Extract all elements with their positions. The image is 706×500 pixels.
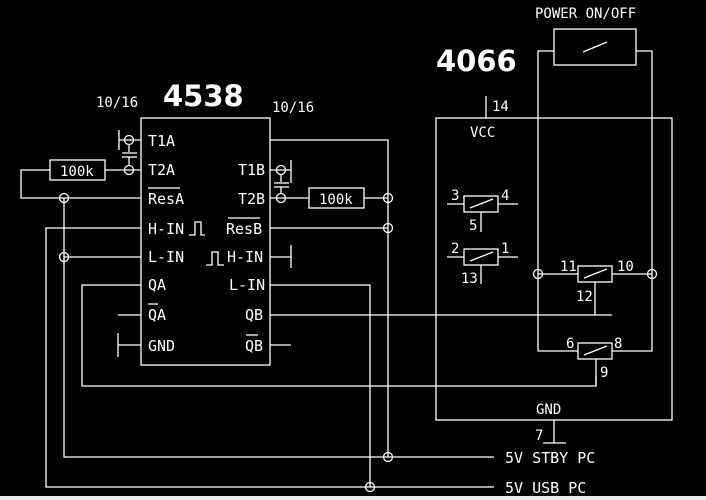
junction — [532, 268, 544, 280]
pin-resa: ResA — [148, 190, 184, 208]
switch-c-in: 11 — [560, 259, 577, 275]
pin-l-in-a: L-IN — [148, 248, 184, 266]
switch-blade-icon — [582, 41, 608, 53]
pin-qa: QA — [148, 276, 166, 294]
pin-h-in-b: H-IN — [227, 248, 263, 266]
pin-t1b: T1B — [238, 161, 265, 179]
pin-qa-bar: QA — [148, 306, 166, 324]
switch-d-out: 8 — [614, 336, 622, 352]
power-switch-label: POWER ON/OFF — [535, 6, 636, 22]
switch-d-in: 6 — [566, 336, 574, 352]
switch-a-in: 3 — [451, 188, 459, 204]
wire-resa — [63, 198, 388, 458]
junction — [382, 222, 394, 234]
gnd-pin-number: 7 — [535, 428, 543, 444]
pin-qb-bar: QB — [245, 337, 263, 355]
pin-h-in-a: H-IN — [148, 220, 184, 238]
pulse-icon — [189, 221, 205, 236]
pin-t2a: T2A — [148, 161, 175, 179]
junction — [382, 192, 394, 204]
ic-4538-body — [140, 117, 271, 366]
junction — [646, 268, 658, 280]
switch-b-ctrl: 13 — [461, 271, 478, 287]
resistor-right-value: 100k — [319, 192, 353, 208]
switch-blade-icon — [583, 345, 608, 356]
rail-usb-label: 5V USB PC — [505, 479, 586, 497]
switch-b-out: 1 — [501, 241, 509, 257]
window-bottom-edge — [0, 496, 706, 500]
pin-gnd: GND — [148, 337, 175, 355]
pin-qb: QB — [245, 306, 263, 324]
junction — [364, 481, 376, 493]
gnd-label: GND — [536, 402, 561, 418]
switch-d — [577, 342, 613, 360]
switch-blade-icon — [583, 268, 608, 279]
junction — [58, 251, 70, 263]
power-switch — [553, 28, 637, 66]
wire-usb-bus — [270, 284, 371, 487]
rail-stby-label: 5V STBY PC — [505, 449, 595, 467]
switch-d-ctrl: 9 — [600, 365, 608, 381]
wire-h-in — [45, 227, 370, 488]
switch-a-out: 4 — [501, 188, 509, 204]
ic-4538-label: 4538 — [163, 79, 244, 113]
ic-4066-label: 4066 — [436, 44, 517, 78]
switch-b-in: 2 — [451, 241, 459, 257]
wire — [537, 50, 578, 352]
switch-c-ctrl: 12 — [576, 289, 593, 305]
switch-c-out: 10 — [617, 259, 634, 275]
pin-t2b: T2B — [238, 190, 265, 208]
wire-stby-bus — [270, 139, 389, 457]
resistor-left-value: 100k — [60, 164, 94, 180]
wire-qa — [81, 284, 597, 387]
pin-t1a: T1A — [148, 132, 175, 150]
switch-blade-icon — [469, 198, 494, 209]
wire — [612, 50, 653, 352]
switch-blade-icon — [469, 251, 494, 262]
pin-l-in-b: L-IN — [229, 276, 265, 294]
vcc-pin-number: 14 — [492, 99, 509, 115]
cap-right-value: 10/16 — [272, 100, 314, 116]
pulse-icon — [206, 251, 224, 266]
ic-4066-body — [435, 117, 673, 421]
pin-resb: ResB — [226, 220, 262, 238]
wire — [20, 169, 141, 199]
switch-a-ctrl: 5 — [469, 218, 477, 234]
junction — [382, 451, 394, 463]
vcc-label: VCC — [470, 125, 495, 141]
cap-left-value: 10/16 — [96, 95, 138, 111]
